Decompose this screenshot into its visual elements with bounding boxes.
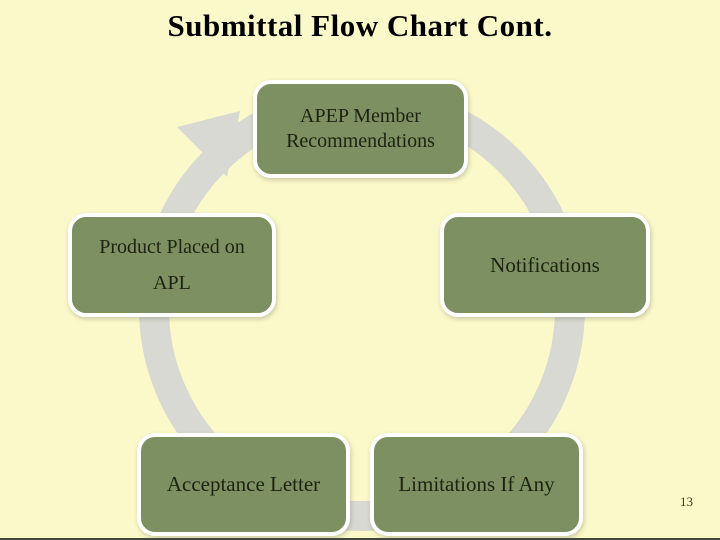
node-label: APEP Member Recommendations [286, 105, 435, 152]
node-acceptance-letter: Acceptance Letter [137, 433, 350, 536]
node-product-placed-on-apl: Product Placed on APL [68, 213, 276, 317]
node-notifications: Notifications [440, 213, 650, 317]
slide-bottom-edge [0, 538, 720, 540]
node-limitations-if-any: Limitations If Any [370, 433, 583, 536]
node-label: Limitations If Any [398, 472, 555, 496]
node-apep-member-recommendations: APEP Member Recommendations [253, 80, 468, 178]
node-label: Acceptance Letter [166, 472, 321, 496]
node-label: Product Placed on APL [99, 236, 245, 294]
page-number: 13 [680, 494, 693, 509]
slide-title: Submittal Flow Chart Cont. [167, 8, 553, 43]
cycle-arrowhead-icon [177, 111, 240, 177]
node-label: Notifications [490, 252, 600, 277]
